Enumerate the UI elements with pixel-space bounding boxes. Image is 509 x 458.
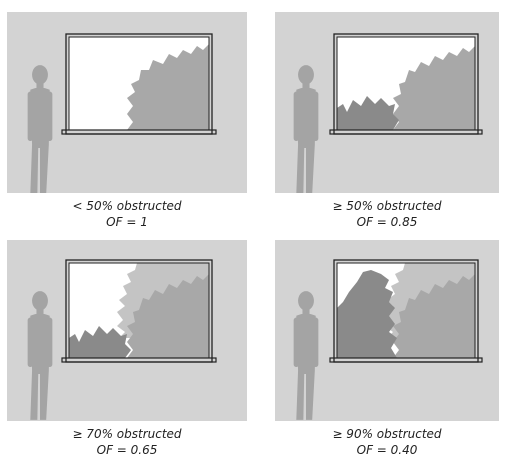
scene-1 [7, 12, 247, 193]
caption: < 50% obstructed OF = 1 [7, 198, 247, 230]
panel-1: < 50% obstructed OF = 1 [7, 12, 247, 229]
conifer-foliage [337, 270, 397, 358]
caption-of-value: OF = 0.85 [356, 215, 418, 229]
window-sill [329, 357, 483, 363]
scene-4 [275, 240, 499, 421]
window-sill [61, 129, 217, 135]
panel-2: ≥ 50% obstructed OF = 0.85 [275, 12, 499, 229]
scene-2 [275, 12, 499, 193]
caption-of-value: OF = 0.40 [356, 443, 418, 457]
tree-foliage [393, 46, 475, 130]
caption-obstruction: ≥ 50% obstructed [332, 199, 442, 213]
caption: ≥ 90% obstructed OF = 0.40 [267, 426, 507, 458]
caption: ≥ 50% obstructed OF = 0.85 [267, 198, 507, 230]
tree-foliage [127, 274, 209, 358]
window-sill [61, 357, 217, 363]
caption: ≥ 70% obstructed OF = 0.65 [7, 426, 247, 458]
caption-of-value: OF = 1 [106, 215, 148, 229]
caption-obstruction: < 50% obstructed [72, 199, 182, 213]
tree-foliage [393, 274, 475, 358]
caption-of-value: OF = 0.65 [96, 443, 158, 457]
shrub-foliage [69, 326, 131, 358]
tree-foliage [127, 44, 209, 130]
caption-obstruction: ≥ 70% obstructed [72, 427, 182, 441]
panel-4: ≥ 90% obstructed OF = 0.40 [275, 240, 499, 457]
shrub-foliage [337, 96, 399, 130]
caption-obstruction: ≥ 90% obstructed [332, 427, 442, 441]
scene-3 [7, 240, 247, 421]
window-sill [329, 129, 483, 135]
panel-3: ≥ 70% obstructed OF = 0.65 [7, 240, 247, 457]
